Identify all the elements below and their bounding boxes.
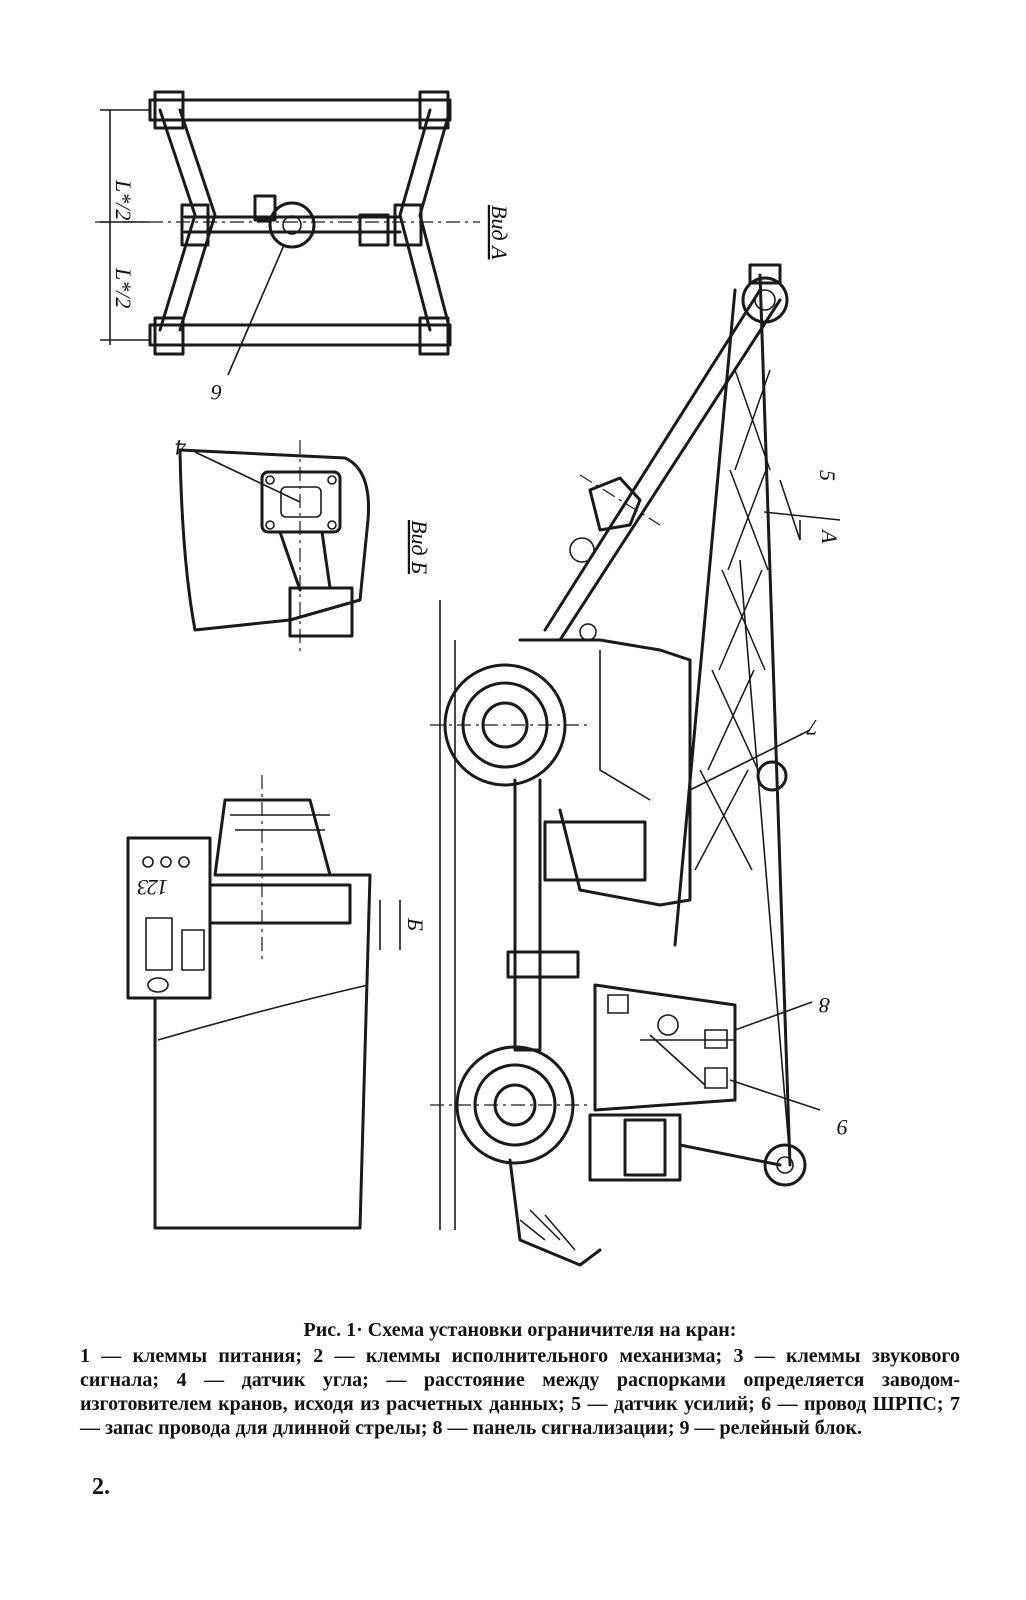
callout-2: 2	[147, 875, 158, 900]
signal-panel-cabin-view	[128, 775, 400, 1228]
section-mark-left: Б	[403, 917, 428, 931]
view-b-label: Вид Б	[407, 520, 432, 574]
view-a-spreader-assembly	[95, 92, 480, 375]
arrow-mark-a: А	[817, 528, 842, 544]
callout-7: 7	[806, 715, 818, 740]
callout-1: 1	[157, 875, 168, 900]
callout-4: 4	[175, 435, 186, 460]
callout-3: 3	[137, 875, 149, 900]
figure-caption: Рис. 1· Схема установки ограничителя на …	[80, 1318, 960, 1440]
caption-title: Рис. 1· Схема установки ограничителя на …	[303, 1319, 737, 1341]
callout-6-top: 6	[211, 380, 222, 405]
crane-limiter-installation-drawing: L*/2 L*/2 6 Вид А 4 Вид Б 1 2	[0, 0, 848, 1310]
view-b-angle-sensor	[180, 440, 369, 655]
view-a-label: Вид А	[487, 205, 512, 260]
callout-5: 5	[815, 470, 840, 481]
caption-body: 1 — клеммы питания; 2 — клеммы исполните…	[80, 1345, 960, 1439]
callout-8: 8	[819, 993, 830, 1018]
page-number: 2.	[92, 1474, 110, 1500]
dimension-label-bottom: L*/2	[111, 267, 136, 308]
dimension-label-top: L*/2	[111, 179, 136, 220]
crane-side-view	[430, 265, 840, 1265]
callout-9: 9	[837, 1115, 848, 1140]
